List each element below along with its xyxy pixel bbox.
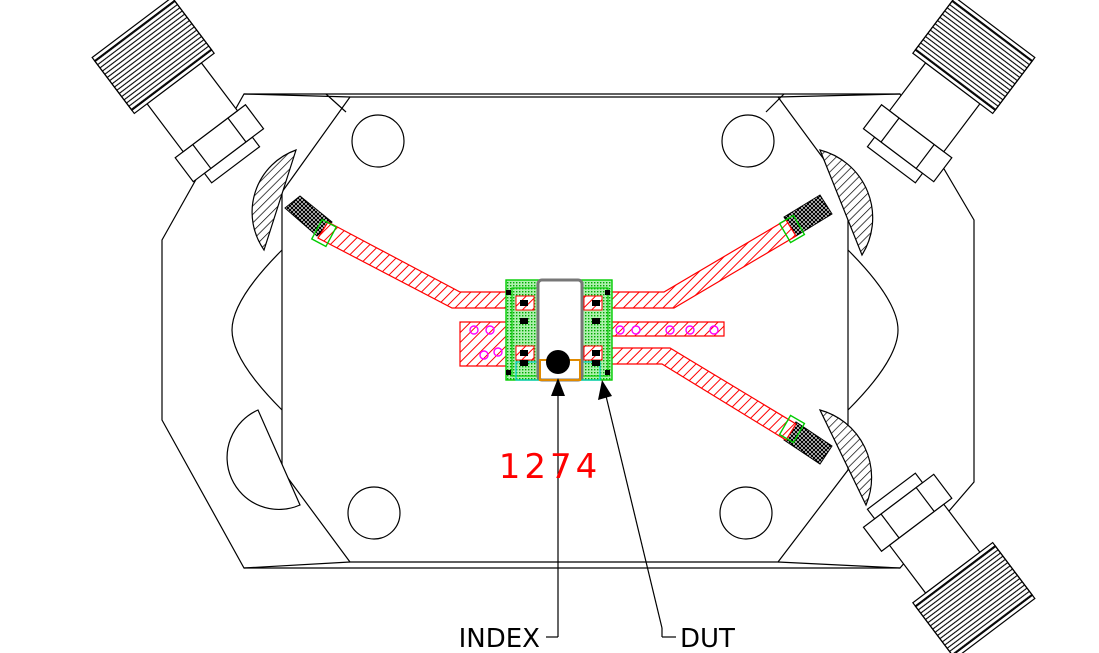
via bbox=[493, 347, 503, 357]
index-mark bbox=[546, 350, 570, 374]
trace-bottom-right bbox=[603, 347, 797, 441]
mounting-hole-bottom-left bbox=[347, 486, 401, 540]
index-callout-label: INDEX bbox=[459, 624, 540, 653]
connector-pins bbox=[284, 194, 833, 465]
boss-right-top bbox=[819, 149, 874, 257]
via bbox=[615, 325, 625, 335]
sma-connector-top-left bbox=[91, 0, 265, 184]
mounting-hole-bottom-right bbox=[719, 486, 773, 540]
trace-top-right bbox=[603, 219, 797, 309]
arrow-index bbox=[551, 378, 565, 396]
boss-right-bottom bbox=[818, 409, 873, 507]
pad-top-left bbox=[310, 218, 338, 248]
via bbox=[685, 325, 695, 335]
via bbox=[485, 325, 495, 335]
boss-left-top bbox=[251, 149, 297, 252]
socket-contacts bbox=[506, 290, 610, 375]
pad-bottom-right bbox=[778, 414, 806, 444]
arrow-dut bbox=[598, 380, 612, 400]
dut-socket bbox=[505, 278, 613, 382]
pin-top-left bbox=[284, 195, 333, 237]
via bbox=[469, 325, 479, 335]
dut-callout-label: DUT bbox=[680, 624, 735, 653]
mounting-hole-top-right bbox=[721, 114, 775, 168]
mounting-holes bbox=[347, 114, 775, 540]
via bbox=[665, 325, 675, 335]
launch-bosses bbox=[226, 149, 874, 511]
vias bbox=[469, 325, 719, 360]
mounting-hole-top-left bbox=[351, 114, 405, 168]
part-number-label: 1274 bbox=[499, 447, 602, 487]
via bbox=[631, 325, 641, 335]
pad-top-right bbox=[778, 214, 806, 244]
rf-traces bbox=[317, 219, 797, 441]
trace-top-left bbox=[317, 221, 517, 309]
sma-connector-bottom-right bbox=[862, 472, 1036, 653]
via bbox=[479, 350, 489, 360]
callout-arrows bbox=[551, 378, 612, 400]
launch-pads bbox=[310, 214, 806, 444]
sma-connector-top-right bbox=[862, 0, 1036, 184]
via bbox=[709, 325, 719, 335]
boss-left-bottom bbox=[226, 409, 301, 511]
callout-leaders bbox=[546, 392, 676, 638]
